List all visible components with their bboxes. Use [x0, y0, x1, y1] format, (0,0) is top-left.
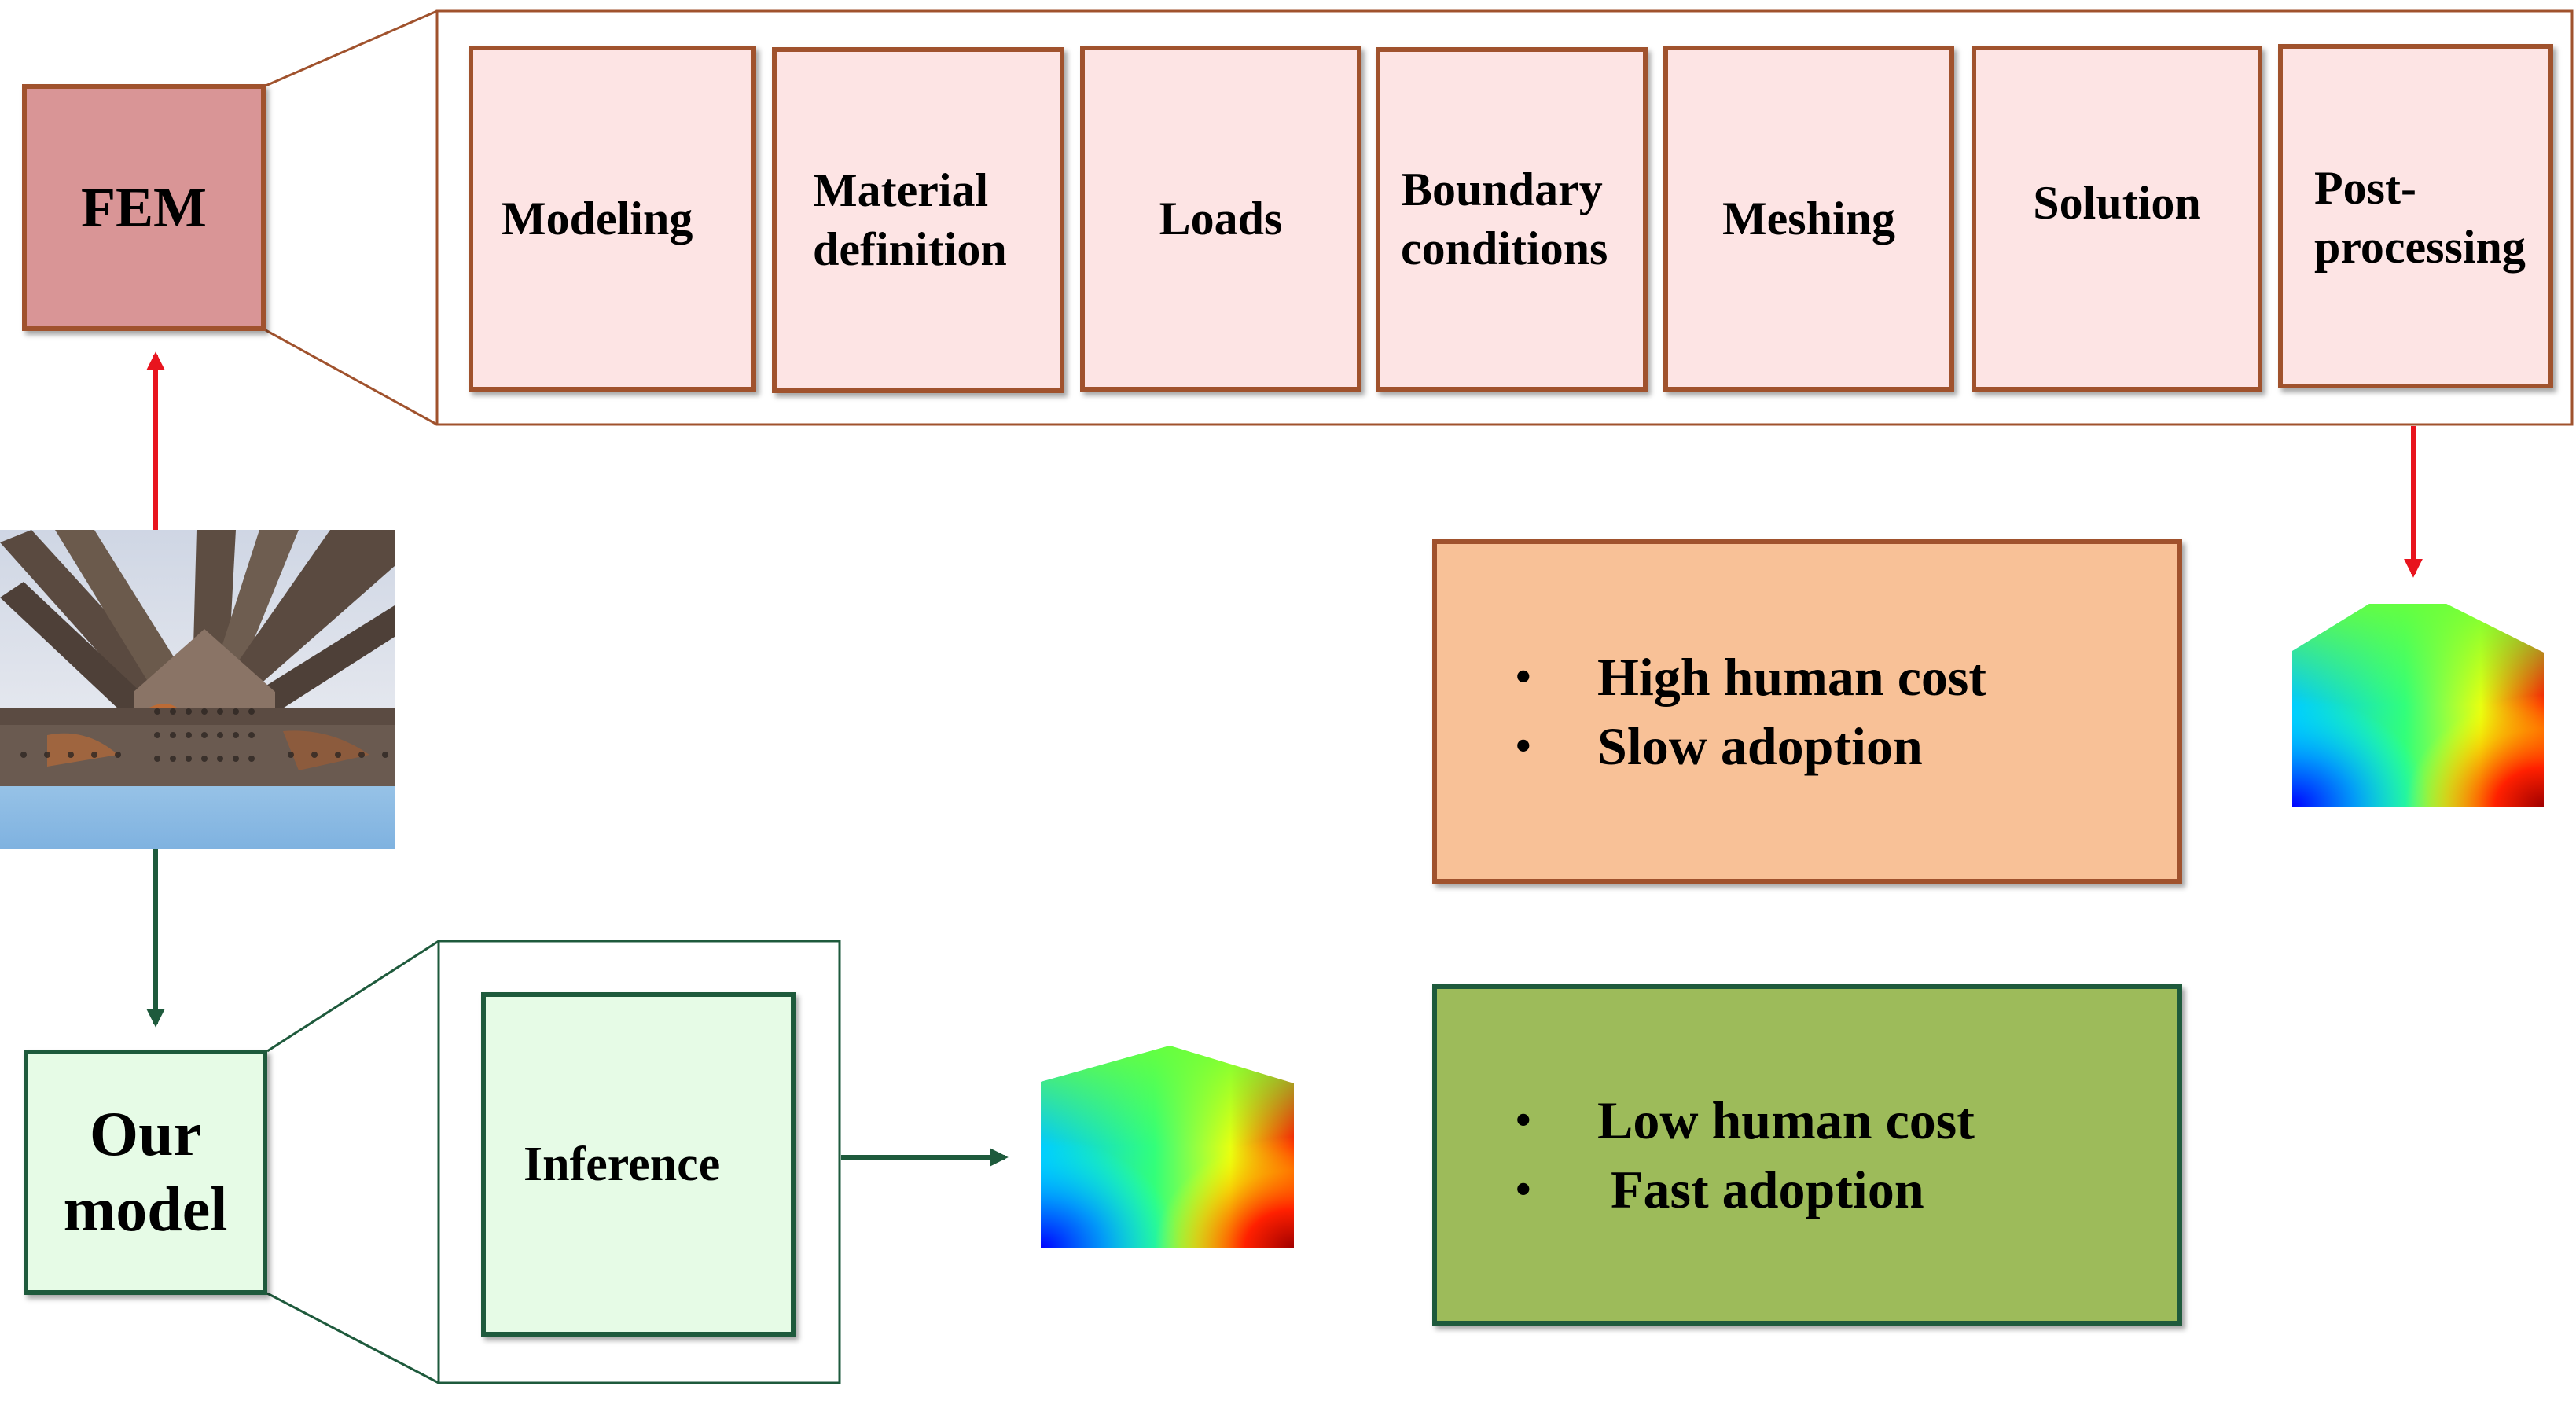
fem-result-heatmap: [2292, 604, 2544, 807]
step-material-definition: Material definition: [772, 47, 1064, 393]
our-model-label: Our model: [63, 1100, 228, 1245]
step-loads: Loads: [1080, 46, 1361, 392]
step-material-definition-label: Material definition: [813, 164, 1007, 275]
step-boundary-conditions-label: Boundary conditions: [1401, 164, 1608, 274]
model-callout-line-top: [266, 940, 439, 1053]
fem-box: FEM: [22, 84, 266, 331]
fem-drawbacks-box: • High human cost • Slow adoption: [1432, 539, 2182, 884]
fem-label: FEM: [81, 175, 207, 239]
bullet-dot: •: [1516, 1096, 1531, 1145]
step-meshing: Meshing: [1663, 46, 1954, 392]
step-solution: Solution: [1972, 46, 2262, 392]
fem-callout-line-bottom: [265, 329, 438, 426]
bullet-dot: •: [1516, 722, 1531, 770]
bridge-photo: [0, 530, 395, 849]
list-item: • High human cost: [1516, 642, 2177, 712]
drawback-high-human-cost: High human cost: [1597, 646, 1986, 707]
step-solution-label: Solution: [2033, 176, 2201, 229]
bullet-dot: •: [1516, 1165, 1531, 1214]
our-model-box: Our model: [24, 1050, 267, 1295]
bullet-dot: •: [1516, 653, 1531, 701]
step-loads-label: Loads: [1159, 192, 1283, 245]
list-item: • Slow adoption: [1516, 712, 2177, 781]
benefit-fast-adoption: Fast adoption: [1597, 1159, 1924, 1219]
list-item: • Low human cost: [1516, 1086, 2177, 1155]
step-modeling-label: Modeling: [502, 192, 693, 245]
model-benefits-box: • Low human cost • Fast adoption: [1432, 984, 2182, 1326]
fem-steps-frame: [435, 9, 2574, 426]
fem-callout-line-top: [265, 9, 438, 87]
step-modeling: Modeling: [469, 46, 756, 392]
inference-box: Inference: [481, 992, 796, 1337]
model-callout-line-bottom: [266, 1292, 439, 1384]
fem-drawbacks-list: • High human cost • Slow adoption: [1437, 544, 2177, 879]
step-post-processing-label: Post- processing: [2314, 162, 2526, 273]
list-item: • Fast adoption: [1516, 1155, 2177, 1224]
step-meshing-label: Meshing: [1722, 192, 1896, 245]
model-steps-frame: [437, 940, 841, 1384]
step-post-processing: Post- processing: [2278, 44, 2553, 388]
drawback-slow-adoption: Slow adoption: [1597, 715, 1923, 776]
step-boundary-conditions: Boundary conditions: [1376, 47, 1648, 392]
inference-label: Inference: [524, 1137, 721, 1191]
benefit-low-human-cost: Low human cost: [1597, 1090, 1975, 1150]
model-result-heatmap: [1041, 1046, 1294, 1248]
model-benefits-list: • Low human cost • Fast adoption: [1437, 989, 2177, 1321]
